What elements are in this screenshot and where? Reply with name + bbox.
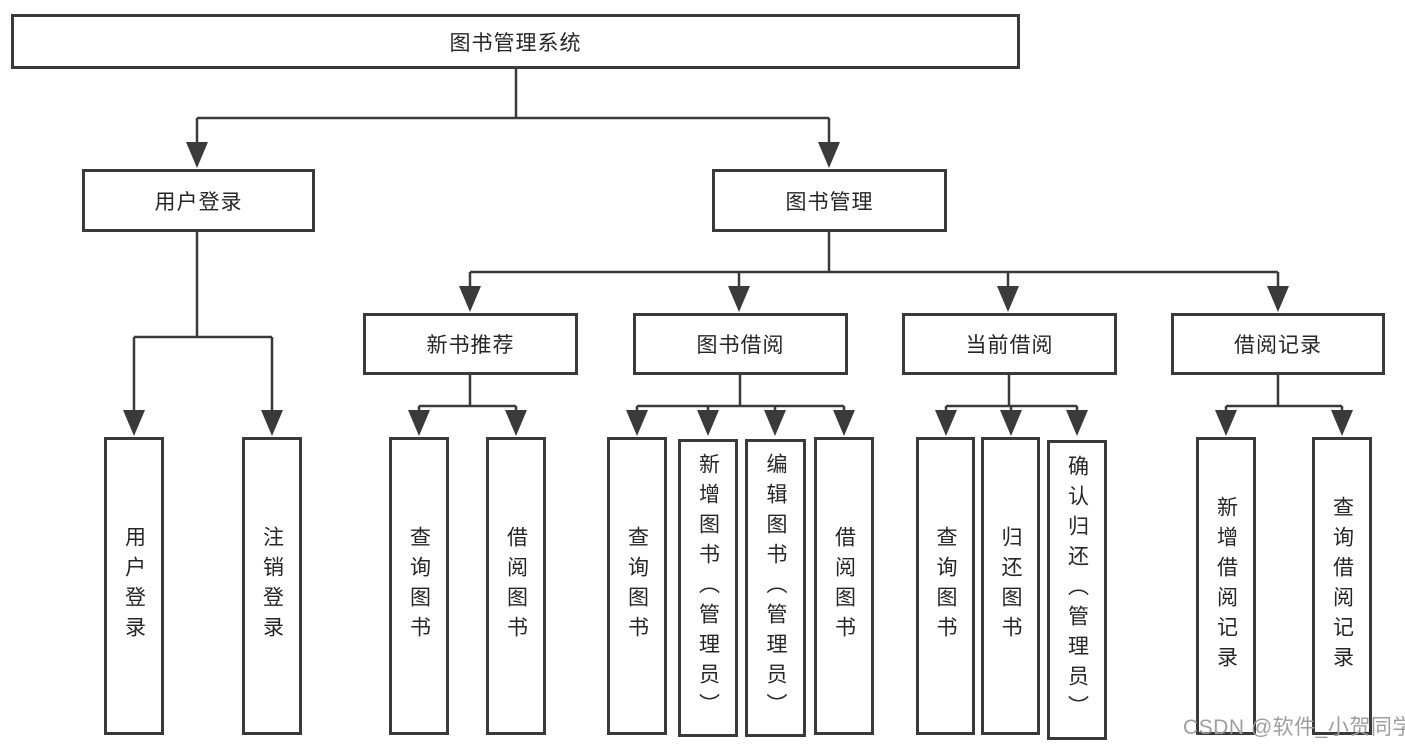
node-book-management-label: 图书管理 <box>785 190 874 214</box>
node-book-borrowing-label: 图书借阅 <box>696 334 785 357</box>
leaf-current-return-label: 归还图书 <box>999 526 1022 646</box>
node-current-borrowing: 当前借阅 <box>902 313 1117 375</box>
node-current-borrowing-label: 当前借阅 <box>965 334 1054 357</box>
node-book-borrowing: 图书借阅 <box>633 313 848 375</box>
leaf-borrowing-add: 新增图书（管理员） <box>678 439 738 737</box>
leaf-current-query-label: 查询图书 <box>934 526 957 646</box>
leaf-borrowing-edit: 编辑图书（管理员） <box>745 439 806 737</box>
node-root: 图书管理系统 <box>11 14 1020 69</box>
leaf-logout: 注销登录 <box>242 437 302 735</box>
leaf-borrowing-borrow-label: 借阅图书 <box>832 526 856 646</box>
leaf-current-query: 查询图书 <box>916 437 975 735</box>
leaf-newbook-query: 查询图书 <box>389 437 449 735</box>
node-user-login-label: 用户登录 <box>154 190 243 214</box>
node-borrowing-records-label: 借阅记录 <box>1234 334 1322 357</box>
leaf-current-confirm-return-label: 确认归还（管理员） <box>1065 455 1089 725</box>
watermark: CSDN @软件_小贺同学 <box>1183 716 1405 739</box>
leaf-newbook-borrow-label: 借阅图书 <box>504 526 528 646</box>
leaf-borrowing-borrow: 借阅图书 <box>814 437 874 735</box>
leaf-user-login-label: 用户登录 <box>122 526 146 646</box>
node-new-book-recommend-label: 新书推荐 <box>426 334 515 357</box>
leaf-record-add-label: 新增借阅记录 <box>1214 496 1238 676</box>
node-user-login: 用户登录 <box>82 169 315 232</box>
leaf-record-add: 新增借阅记录 <box>1196 437 1256 735</box>
node-new-book-recommend: 新书推荐 <box>363 313 578 375</box>
leaf-record-query-label: 查询借阅记录 <box>1330 496 1354 676</box>
leaf-record-query: 查询借阅记录 <box>1312 437 1372 735</box>
leaf-logout-label: 注销登录 <box>260 526 284 646</box>
leaf-borrowing-add-label: 新增图书（管理员） <box>696 453 720 723</box>
node-root-label: 图书管理系统 <box>449 31 582 55</box>
leaf-borrowing-query: 查询图书 <box>607 437 667 735</box>
arrowheads <box>123 142 1353 436</box>
leaf-user-login: 用户登录 <box>104 437 164 735</box>
node-book-management: 图书管理 <box>712 169 947 232</box>
leaf-borrowing-edit-label: 编辑图书（管理员） <box>764 453 787 723</box>
leaf-borrowing-query-label: 查询图书 <box>625 526 649 646</box>
leaf-current-confirm-return: 确认归还（管理员） <box>1047 440 1107 740</box>
leaf-newbook-query-label: 查询图书 <box>407 526 431 646</box>
node-borrowing-records: 借阅记录 <box>1171 313 1385 375</box>
leaf-current-return: 归还图书 <box>981 437 1040 735</box>
leaf-newbook-borrow: 借阅图书 <box>486 437 546 735</box>
